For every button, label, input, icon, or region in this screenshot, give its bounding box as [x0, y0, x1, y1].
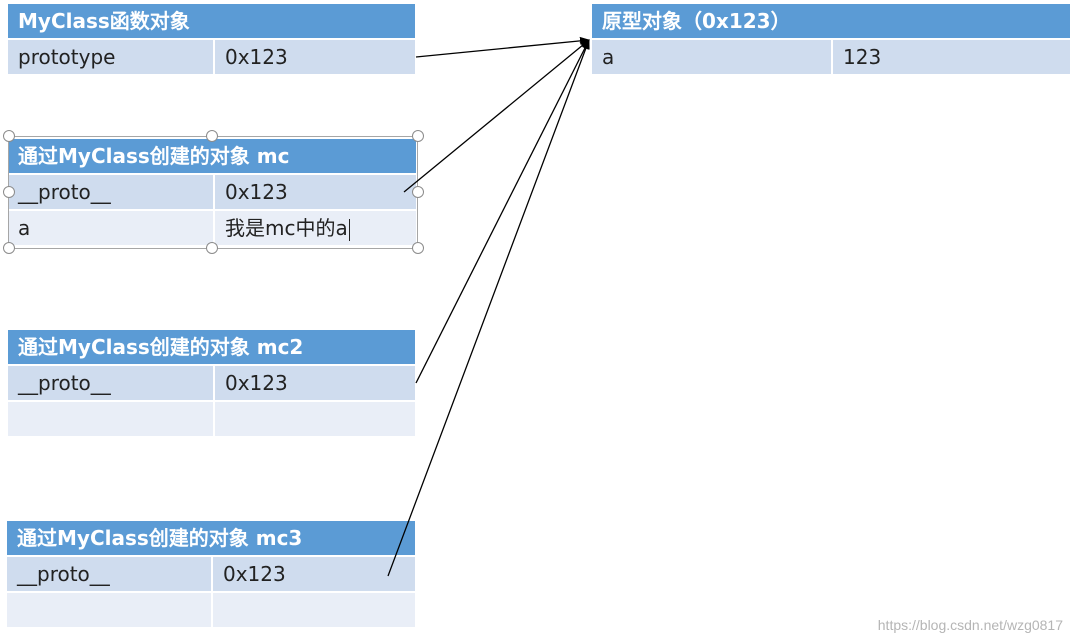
resize-handle-top-left[interactable] — [3, 130, 15, 142]
prototype-a-key: a — [602, 45, 615, 69]
table-row: __proto__ 0x123 — [8, 175, 416, 209]
instance-mc2-table: 通过MyClass创建的对象 mc2 __proto__ 0x123 — [8, 330, 415, 436]
mc3-proto-key: __proto__ — [17, 562, 110, 586]
resize-handle-bottom-center[interactable] — [206, 242, 218, 254]
function-object-title: MyClass函数对象 — [8, 4, 415, 38]
instance-mc-table[interactable]: 通过MyClass创建的对象 mc __proto__ 0x123 a 我是mc… — [8, 139, 416, 245]
resize-handle-bottom-left[interactable] — [3, 242, 15, 254]
mc-proto-key: __proto__ — [18, 180, 111, 204]
prototype-object-title: 原型对象（0x123） — [592, 4, 1070, 38]
mc-proto-value: 0x123 — [213, 175, 416, 209]
arrow-mc2-proto — [415, 39, 590, 384]
mc2-proto-value: 0x123 — [213, 366, 415, 400]
table-row — [8, 402, 415, 436]
mc3-proto-value: 0x123 — [211, 557, 415, 591]
resize-handle-top-center[interactable] — [206, 130, 218, 142]
prototype-value: 0x123 — [213, 40, 415, 74]
mc2-proto-key: __proto__ — [18, 371, 111, 395]
table-row: prototype 0x123 — [8, 40, 415, 74]
prototype-key: prototype — [18, 45, 116, 69]
mc2-empty-value — [213, 402, 415, 436]
arrow-prototype — [415, 36, 590, 58]
instance-mc2-title: 通过MyClass创建的对象 mc2 — [8, 330, 415, 364]
table-row: a 123 — [592, 40, 1070, 74]
resize-handle-top-right[interactable] — [412, 130, 424, 142]
table-row — [7, 593, 415, 627]
resize-handle-middle-left[interactable] — [3, 186, 15, 198]
arrow-mc3-proto — [387, 39, 590, 577]
resize-handle-middle-right[interactable] — [412, 186, 424, 198]
arrow-mc-proto — [403, 39, 590, 193]
mc-a-value: 我是mc中的a — [225, 216, 348, 240]
mc3-empty-value — [211, 593, 415, 627]
prototype-a-value: 123 — [831, 40, 1070, 74]
resize-handle-bottom-right[interactable] — [412, 242, 424, 254]
prototype-object-table: 原型对象（0x123） a 123 — [592, 4, 1070, 74]
watermark: https://blog.csdn.net/wzg0817 — [877, 617, 1063, 633]
function-object-table: MyClass函数对象 prototype 0x123 — [8, 4, 415, 74]
mc-a-key: a — [18, 216, 31, 240]
instance-mc3-title: 通过MyClass创建的对象 mc3 — [7, 521, 415, 555]
instance-mc3-table: 通过MyClass创建的对象 mc3 __proto__ 0x123 — [7, 521, 415, 627]
text-caret — [348, 218, 350, 241]
table-row: __proto__ 0x123 — [7, 557, 415, 591]
instance-mc-title: 通过MyClass创建的对象 mc — [8, 139, 416, 173]
mc-a-value-cell[interactable]: 我是mc中的a — [213, 211, 416, 245]
table-row: a 我是mc中的a — [8, 211, 416, 245]
table-row: __proto__ 0x123 — [8, 366, 415, 400]
